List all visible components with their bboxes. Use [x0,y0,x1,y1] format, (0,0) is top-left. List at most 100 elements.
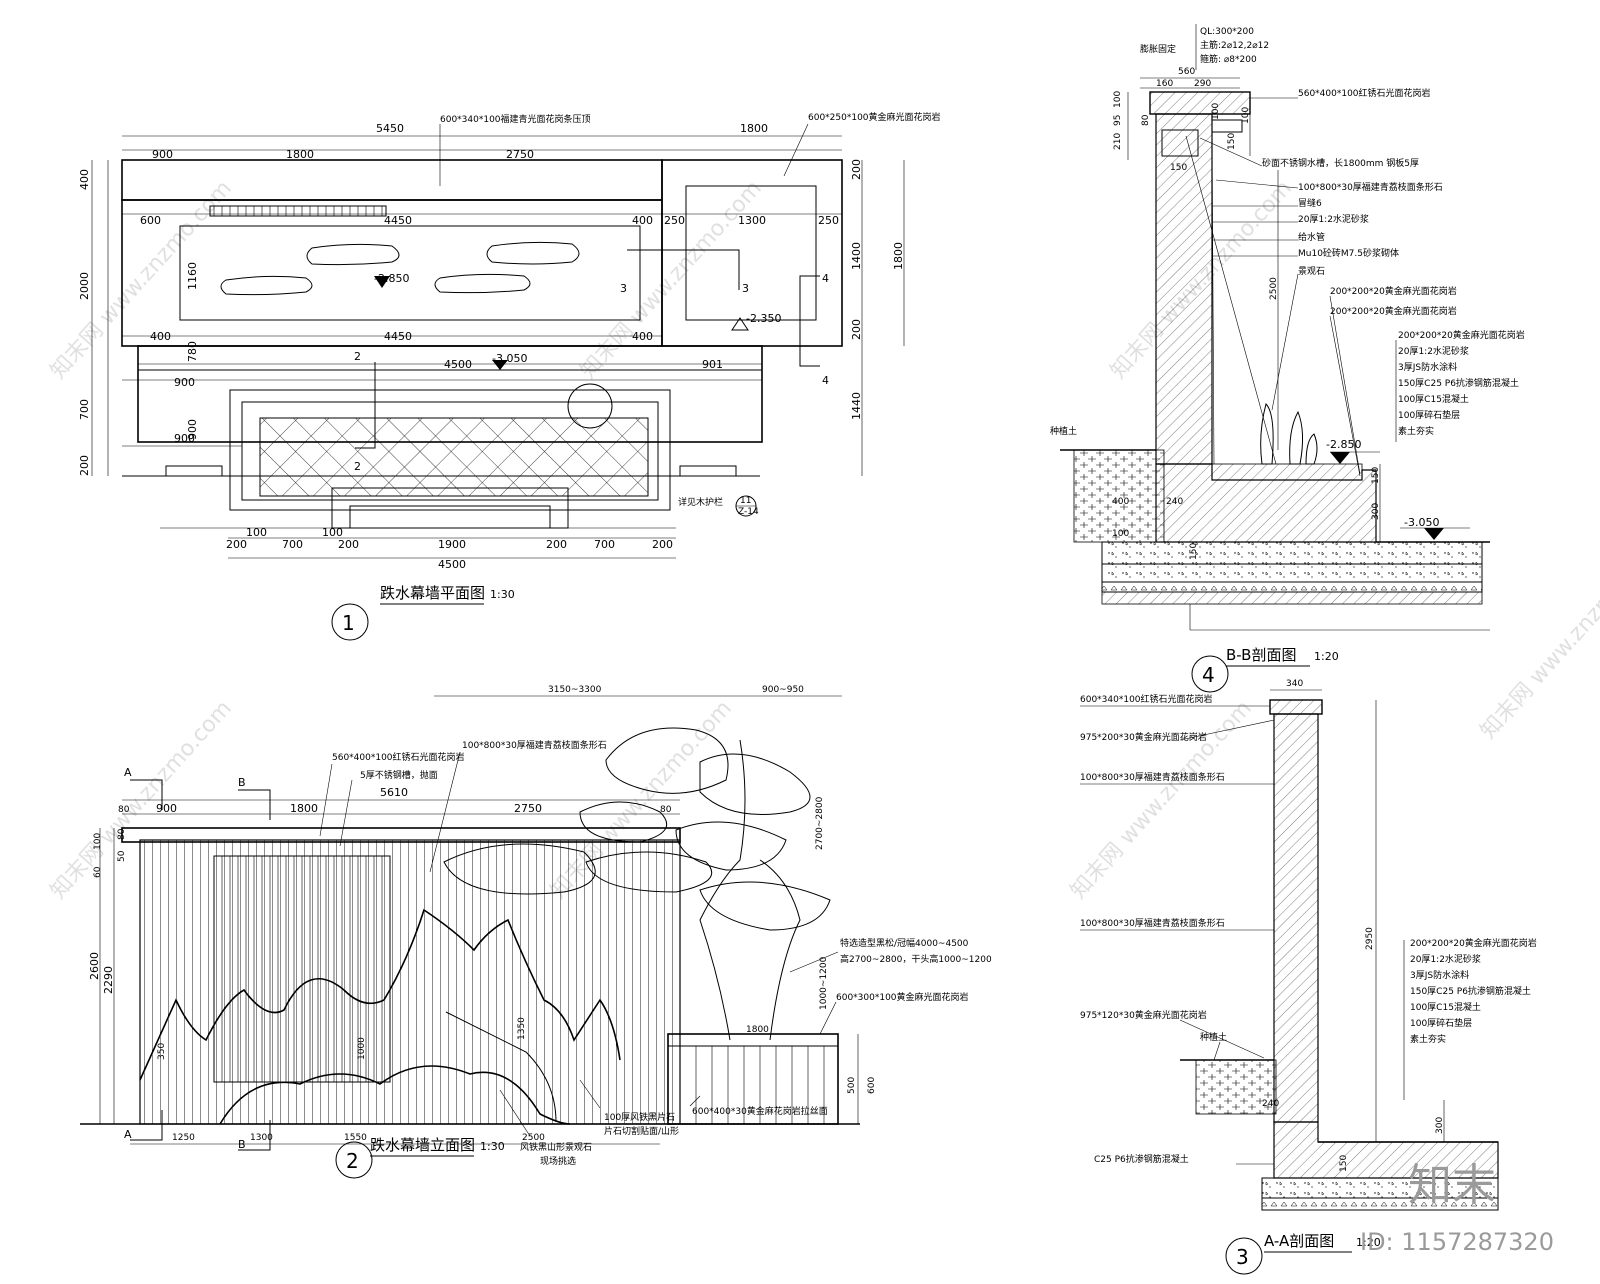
pine-tree [443,727,831,1041]
dim-label: 900 [186,419,199,440]
material-note: 3厚JS防水涂料 [1398,361,1457,373]
dim-label: 2950 [1365,927,1375,950]
material-note: 砂面不锈钢水槽，长1800mm 钢板5厚 [1262,157,1419,169]
level-label: -3.050 [1404,516,1439,529]
dim-label: 1800 [740,122,768,135]
material-note: 600*340*100福建青光面花岗条压顶 [440,113,591,125]
dim-label: 1300 [738,214,766,227]
drawing-title: B-B剖面图 [1226,646,1296,664]
material-note: 素土夯实 [1398,425,1434,437]
watermark-text: 知末网 www.znzmo.com [1476,536,1600,744]
material-note: 种植土 [1200,1031,1227,1043]
drawing-number: 2 [346,1149,359,1173]
dim-label: 4450 [384,330,412,343]
material-note: 片石切割贴面/山形 [604,1125,679,1137]
dim-label: 400 [1112,497,1129,507]
dim-label: 150 [1339,1155,1349,1172]
dim-label: 1800 [290,802,318,815]
material-note: 种植土 [1050,425,1077,437]
dim-label: 200 [338,538,359,551]
material-note: 3厚JS防水涂料 [1410,969,1469,981]
dim-label: 200 [652,538,673,551]
dim-label: 560 [1178,67,1195,77]
detail-sheet: Z-14 [738,507,759,517]
dim-label: 901 [702,358,723,371]
section-mark: B [238,1138,246,1151]
material-note: 风铁黑山形景观石 [520,1141,592,1153]
watermark-text: 知末网 www.znzmo.com [1066,696,1257,904]
dim-label: 5610 [380,786,408,799]
dim-label: 240 [1262,1099,1279,1109]
dim-label: 80 [1141,114,1151,126]
dim-label: 2000 [78,272,91,300]
material-note: 560*400*100红锈石光面花岗岩 [332,751,465,763]
dim-label: 160 [1156,79,1173,89]
drawing-title: A-A剖面图 [1264,1232,1334,1250]
dim-label: 100 [246,526,267,539]
dim-label: 400 [78,169,91,190]
material-note: 特选造型黑松/冠幅4000~4500 [840,937,969,949]
material-note: 975*120*30黄金麻光面花岗岩 [1080,1009,1207,1021]
dim-label: 2750 [506,148,534,161]
drawing-scale: 1:20 [1314,650,1339,663]
material-note: 素土夯实 [1410,1033,1446,1045]
dim-label: 100 [1211,103,1221,120]
material-note: 20厚1:2水泥砂浆 [1298,213,1369,225]
section-mark: 2 [354,460,361,473]
section-mark: A [124,1128,132,1141]
material-note: 200*200*20黄金麻光面花岗岩 [1398,329,1525,341]
dim-label: 2290 [102,966,115,994]
dim-label: 95 [1113,115,1123,126]
dim-label: 5450 [376,122,404,135]
material-note: 100*800*30厚福建青荔枝面条形石 [1080,917,1225,929]
watermark-text: 知末网 www.znzmo.com [46,176,237,384]
dim-label: 700 [282,538,303,551]
section-mark: 4 [822,374,829,387]
rebar-note: QL:300*200 [1200,27,1254,37]
dim-label: 1350 [517,1017,527,1040]
material-note: 100*800*30厚福建青荔枝面条形石 [1080,771,1225,783]
dim-label: 1550 [344,1133,367,1143]
railing-note: 详见木护栏 [678,496,723,508]
material-note: 200*200*20黄金麻光面花岗岩 [1330,285,1457,297]
dim-label: 150 [1170,163,1187,173]
dim-label: 80 [117,828,127,840]
material-note: C25 P6抗渗钢筋混凝土 [1094,1153,1189,1165]
section-mark: 3 [620,282,627,295]
dim-label: 250 [818,214,839,227]
dim-label: 200 [850,319,863,340]
dim-label: 100 [1241,107,1251,124]
drawing-title: 跌水幕墙平面图 [380,584,485,602]
dim-label: 4500 [438,558,466,571]
dim-label: 300 [1371,503,1381,520]
dim-label: 250 [664,214,685,227]
dim-label: 900 [174,432,195,445]
dim-label: 200 [226,538,247,551]
material-note: 600*300*100黄金麻光面花岗岩 [836,991,969,1003]
dim-label: 1400 [850,242,863,270]
section-mark: B [238,776,246,789]
dim-label: 200 [546,538,567,551]
dim-label: 2700~2800 [815,796,825,850]
image-id: ID: 1157287320 [1360,1228,1554,1256]
material-note: 现场挑选 [540,1155,576,1167]
level-label: -2.850 [1326,438,1361,451]
dim-label: 900 [156,802,177,815]
material-note: 100厚C15混凝土 [1398,393,1469,405]
dim-label: 1800 [286,148,314,161]
material-note: 100*800*30厚福建青荔枝面条形石 [1298,181,1443,193]
dim-label: 600 [867,1077,877,1094]
material-note: 100厚碎石垫层 [1410,1017,1472,1029]
dim-label: 150 [1371,467,1381,484]
section-mark: A [124,766,132,779]
material-note: 200*200*20黄金麻光面花岗岩 [1330,305,1457,317]
rebar-note: 膨胀固定 [1140,43,1176,55]
dim-label: 780 [186,341,199,362]
level-label: -3.050 [492,352,527,365]
dim-label: 100 [93,833,103,850]
material-note: 5厚不锈钢槽，抛面 [360,769,438,781]
dim-label: 200 [78,455,91,476]
dim-label: 2750 [514,802,542,815]
drawing-scale: 1:30 [490,588,515,601]
